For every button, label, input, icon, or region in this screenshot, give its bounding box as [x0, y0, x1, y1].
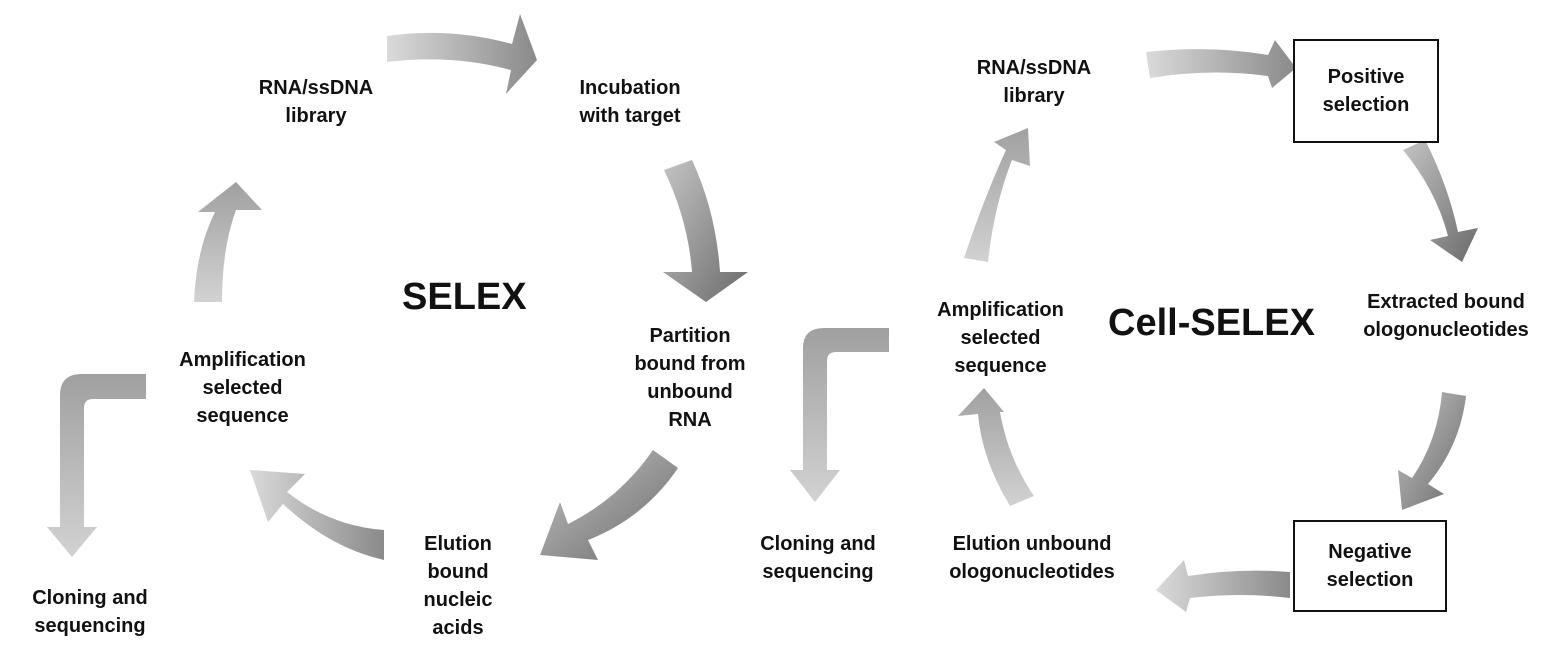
positive-selection-box: Positive selection [1293, 39, 1439, 143]
arrow-amplification-to-library [194, 182, 262, 302]
arrow-positive-to-extracted [1403, 140, 1478, 262]
cell-selex-cloning-label: Cloning and sequencing [760, 533, 876, 583]
selex-title: SELEX [402, 276, 527, 318]
arrow-elution-to-amplification-cell [958, 388, 1034, 506]
selex-amplification-label: Amplification selected sequence [179, 349, 306, 427]
cell-selex-amplification-label: Amplification selected sequence [937, 299, 1064, 377]
selex-cloning-label: Cloning and sequencing [32, 587, 148, 637]
arrow-library-to-incubation [387, 14, 537, 94]
arrow-to-cloning-selex [47, 374, 146, 557]
cell-selex-elution-label: Elution unbound ologonucleotides [949, 533, 1115, 583]
arrow-elution-to-amplification [250, 470, 384, 560]
arrow-amplification-to-library-cell [964, 128, 1030, 262]
cell-selex-title: Cell-SELEX [1108, 302, 1315, 344]
selex-partition-label: Partition bound from unbound RNA [634, 325, 746, 431]
arrow-incubation-to-partition [663, 160, 748, 302]
arrow-partition-to-elution [540, 450, 678, 560]
arrow-negative-to-elution [1156, 560, 1290, 612]
positive-selection-label: Positive selection [1322, 66, 1410, 116]
negative-selection-label: Negative selection [1326, 541, 1414, 591]
selex-library-label: RNA/ssDNA library [258, 77, 374, 127]
arrow-extracted-to-negative [1398, 392, 1466, 510]
selex-incubation-label: Incubation with target [579, 77, 681, 127]
arrow-to-cloning-cell [790, 328, 889, 502]
selex-elution-label: Elution bound nucleic acids [423, 533, 493, 639]
cell-selex-extracted-label: Extracted bound ologonucleotides [1363, 291, 1529, 341]
arrow-library-to-positive [1146, 40, 1296, 88]
cell-selex-library-label: RNA/ssDNA library [976, 57, 1092, 107]
negative-selection-box: Negative selection [1293, 520, 1447, 612]
